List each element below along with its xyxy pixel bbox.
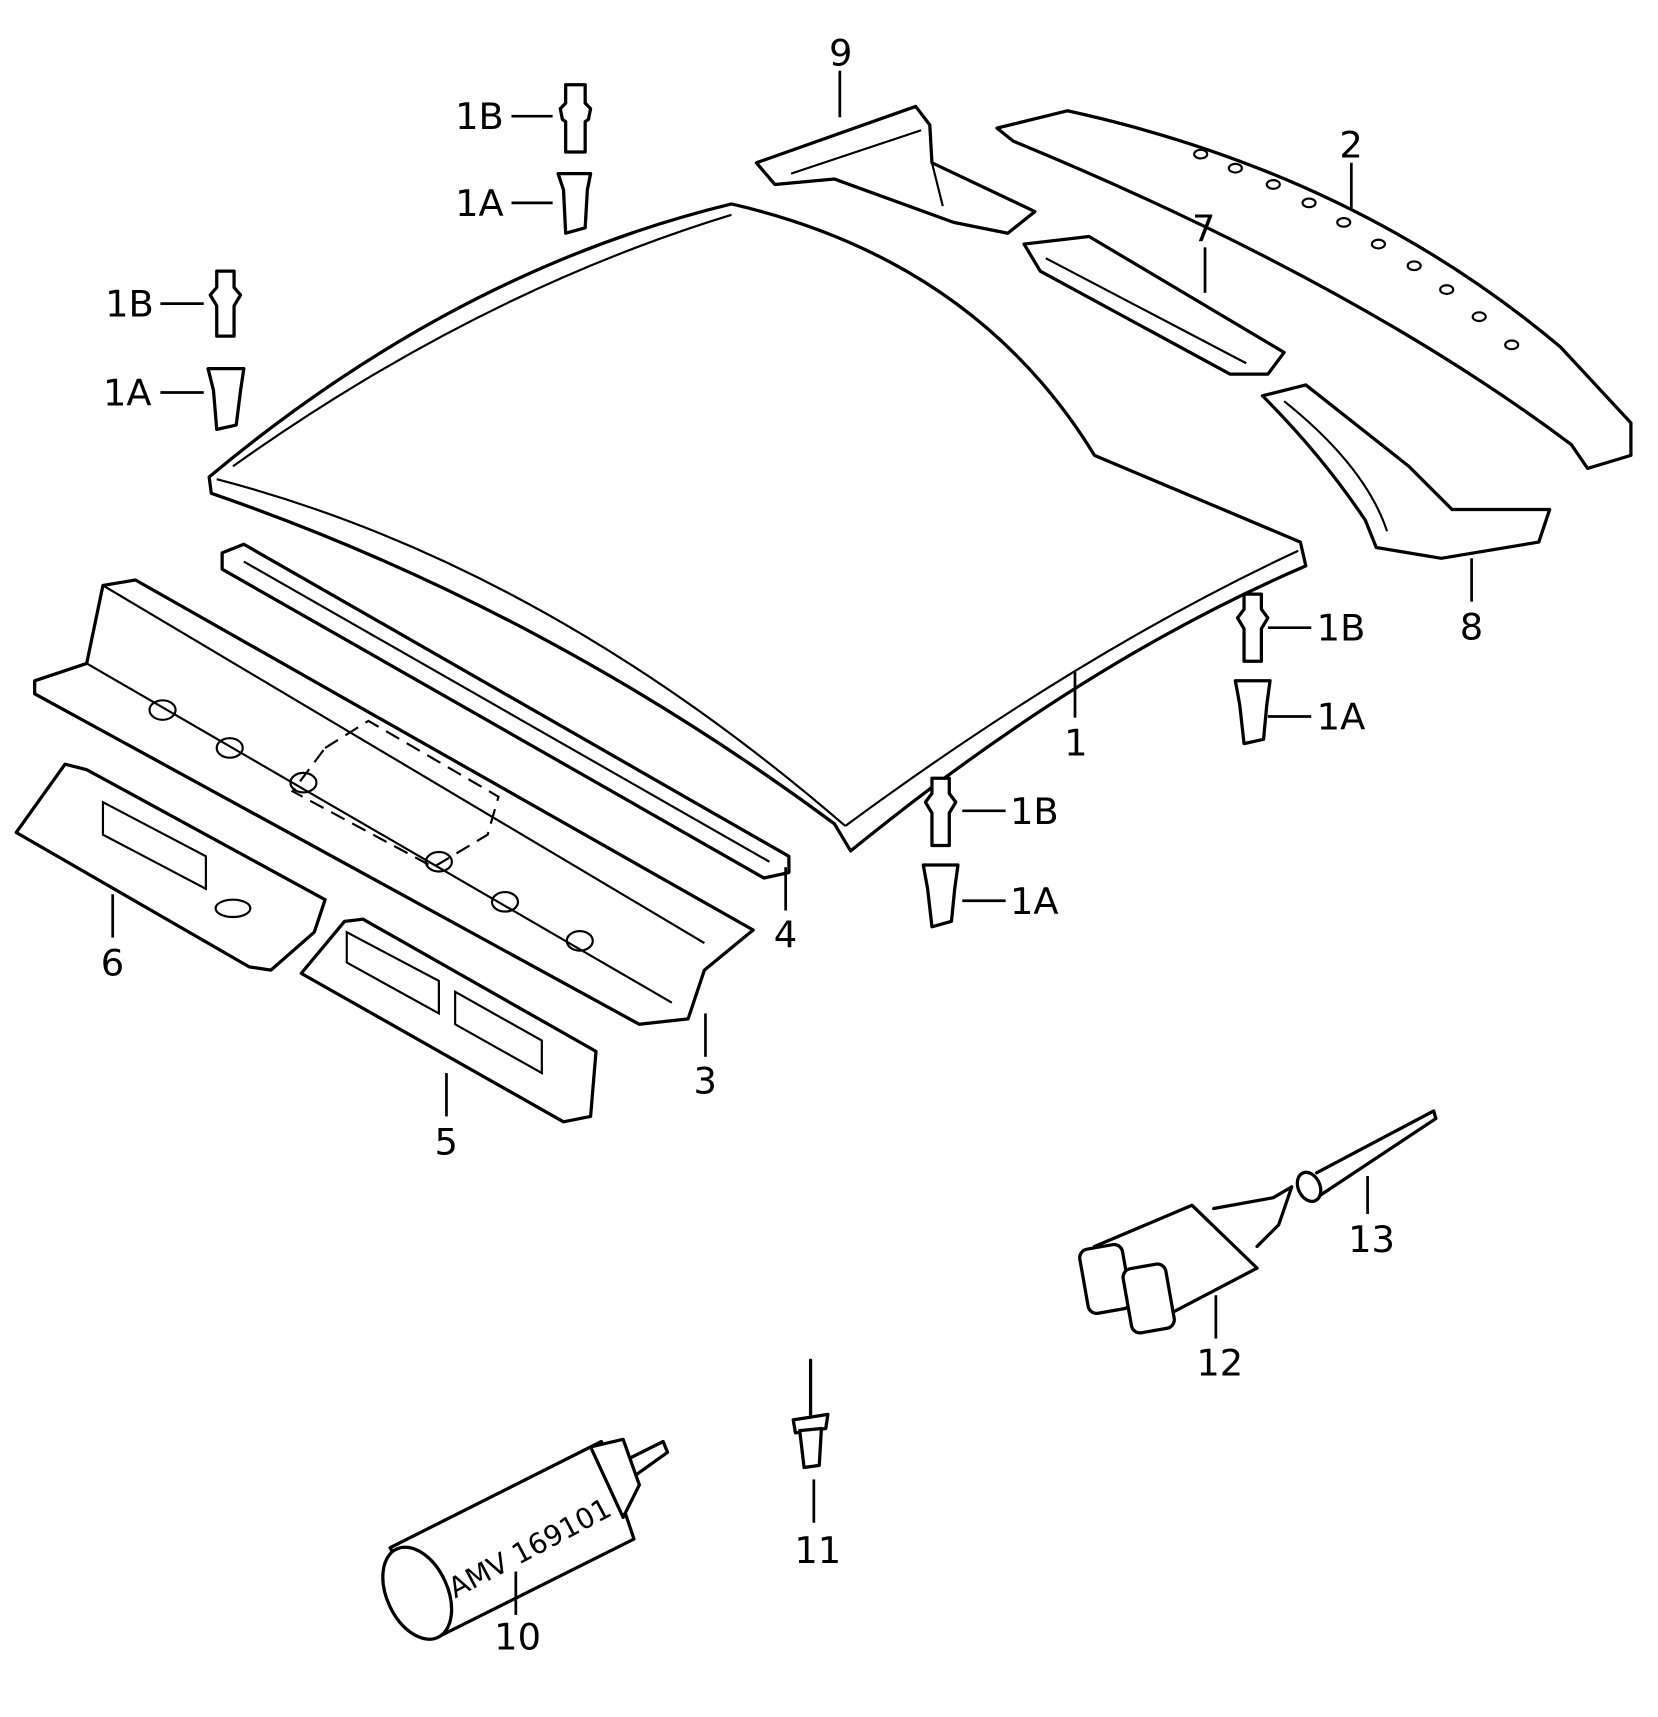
callout-1b-left: 1B [105,283,154,326]
callout-1a-right: 1A [1317,696,1366,739]
roof-panel [207,202,1308,853]
fastener-set-left [206,269,246,431]
callout-8: 8 [1460,606,1483,649]
front-cross-member [33,578,755,1026]
rear-corner-right [1260,383,1552,560]
callout-1: 1 [1064,722,1087,765]
fastener-set-bottom [921,776,960,929]
fastener-set-right [1233,592,1272,746]
callout-1a-left: 1A [103,372,152,415]
callout-5: 5 [435,1120,458,1163]
bracket-right [299,917,598,1124]
callout-1a-top: 1A [455,182,504,225]
bracket-left [14,762,327,972]
blind-rivet [791,1358,830,1470]
callout-13: 13 [1348,1218,1395,1261]
callout-11: 11 [794,1529,841,1572]
callout-1b-bottom: 1B [1010,790,1059,833]
callout-1b-top: 1B [455,95,504,138]
callout-1a-bottom: 1A [1010,880,1059,923]
callout-1b-right: 1B [1317,607,1366,650]
leader-lines [111,70,1473,1615]
front-roof-strip [220,542,791,880]
roof-reinforcement [1022,234,1286,376]
callout-12: 12 [1196,1341,1243,1384]
fastener-set-top [556,83,593,235]
callout-10: 10 [494,1616,541,1659]
sealant-tube: AMV 169101 [381,1437,670,1641]
callout-7: 7 [1192,207,1215,250]
nozzle [1295,1109,1438,1203]
callout-9: 9 [829,31,852,74]
callout-3: 3 [694,1060,717,1103]
callout-labels: 9 2 7 1B 1A 1B 1A 1B 1A 8 1 1B 1A 4 6 3 … [101,31,1483,1658]
rear-corner-left [754,104,1037,235]
callout-2: 2 [1339,123,1362,166]
callout-6: 6 [101,942,124,985]
callout-4: 4 [774,913,797,956]
rear-roof-rail [995,109,1633,471]
twin-cartridge [1078,1185,1294,1335]
